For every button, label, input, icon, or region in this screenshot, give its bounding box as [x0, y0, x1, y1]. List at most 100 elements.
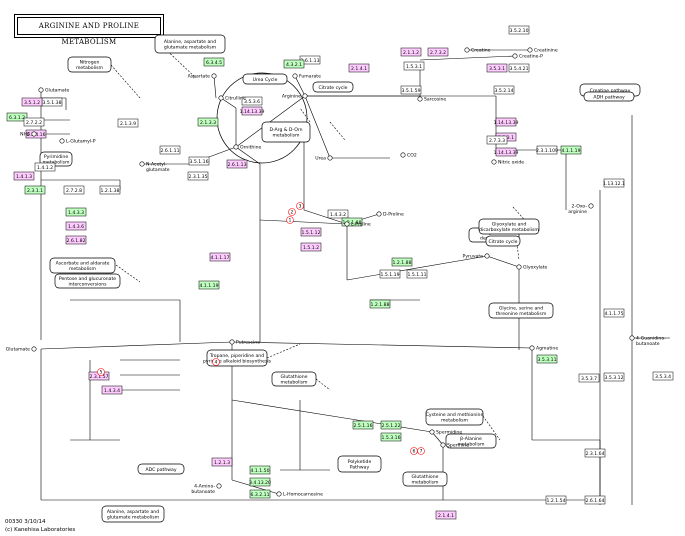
- enzyme-2-1-1-2[interactable]: [400, 47, 422, 57]
- compound-node-putrescine[interactable]: [229, 339, 235, 345]
- pathway-box-pentose[interactable]: [54, 273, 121, 289]
- compound-node-d-proline[interactable]: [376, 211, 382, 217]
- enzyme-3-5-3-12[interactable]: [603, 372, 625, 382]
- enzyme-1-2-1-3[interactable]: [211, 457, 233, 467]
- pathway-box-adh-pathway[interactable]: [583, 91, 635, 102]
- compound-node-n-acetyl-glutamate[interactable]: [139, 161, 145, 167]
- enzyme-3-5-4-21[interactable]: [508, 63, 530, 73]
- enzyme-1-4-1-3[interactable]: [13, 171, 35, 181]
- compound-node-spermine[interactable]: [440, 442, 446, 448]
- enzyme-3-5-3-7[interactable]: [578, 373, 600, 383]
- compound-node-fumarate[interactable]: [292, 73, 298, 79]
- enzyme-4-1-1-50[interactable]: [249, 465, 271, 475]
- enzyme-2-6-1-13[interactable]: [226, 159, 248, 169]
- pathway-box-tropane[interactable]: [206, 349, 268, 367]
- enzyme-1-2-1-88[interactable]: [391, 257, 413, 267]
- pathway-box-citrate-cycle2[interactable]: [485, 235, 521, 247]
- enzyme-1-4-3-6[interactable]: [65, 221, 87, 231]
- compound-node-agmatine[interactable]: [529, 345, 535, 351]
- compound-node-spermidine[interactable]: [429, 429, 435, 435]
- compound-node-creatine-p[interactable]: [512, 53, 518, 59]
- enzyme-2-1-3-3[interactable]: [197, 117, 219, 127]
- enzyme-2-6-1-11[interactable]: [159, 145, 181, 155]
- enzyme-4-1-1-19[interactable]: [198, 280, 220, 290]
- enzyme-3-5-3-1[interactable]: [486, 63, 508, 73]
- pathway-box-nitrogen[interactable]: [67, 56, 112, 73]
- compound-node-l-glutamyl-p[interactable]: [59, 138, 65, 144]
- enzyme-3-5-3-4[interactable]: [652, 371, 674, 381]
- compound-node-urea[interactable]: [327, 155, 333, 161]
- enzyme-3-4-13-20[interactable]: [249, 477, 271, 487]
- enzyme-2-1-4-1[interactable]: [435, 510, 457, 520]
- compound-node-pyruvate[interactable]: [484, 253, 490, 259]
- compound-node-aminobutanoate[interactable]: [216, 483, 222, 489]
- enzyme-1-4-3-2[interactable]: [327, 209, 349, 219]
- enzyme-1-4-3-3[interactable]: [65, 207, 87, 217]
- compound-node-ornithine[interactable]: [233, 144, 239, 150]
- pathway-box-ala-asp-glu-bot[interactable]: [101, 505, 165, 523]
- enzyme-2-5-1-22[interactable]: [380, 420, 402, 430]
- enzyme-3-5-1-59[interactable]: [400, 85, 422, 95]
- enzyme-1-2-1-54[interactable]: [545, 495, 567, 505]
- pathway-box-adc-pathway[interactable]: [137, 463, 185, 475]
- pathway-box-gly-ser-thr[interactable]: [488, 302, 554, 319]
- compound-node-oxo-arginine[interactable]: [588, 203, 594, 209]
- enzyme-1-2-1-38[interactable]: [99, 185, 121, 195]
- enzyme-1-5-1-19[interactable]: [379, 269, 401, 279]
- enzyme-1-4-3-4[interactable]: [101, 385, 123, 395]
- pathway-box-pyrimidine[interactable]: [39, 151, 73, 167]
- enzyme-1-5-1-12[interactable]: [300, 227, 322, 237]
- enzyme-4-1-1-19[interactable]: [560, 145, 582, 155]
- enzyme-2-5-1-16[interactable]: [352, 420, 374, 430]
- compound-node-proline[interactable]: [344, 221, 350, 227]
- enzyme-1-13-12-1[interactable]: [603, 178, 625, 188]
- enzyme-1-14-13-39[interactable]: [495, 117, 517, 127]
- enzyme-3-5-2-10[interactable]: [508, 25, 530, 35]
- enzyme-4-3-2-1[interactable]: [283, 59, 305, 69]
- compound-node-homocarnosine[interactable]: [276, 491, 282, 497]
- enzyme-3-5-2-14[interactable]: [493, 85, 515, 95]
- enzyme-2-1-3-9[interactable]: [117, 118, 139, 128]
- compound-node-glutamate[interactable]: [38, 87, 44, 93]
- pathway-box-beta-alanine[interactable]: [445, 433, 497, 449]
- enzyme-2-7-2-8[interactable]: [63, 185, 85, 195]
- compound-node-arginine[interactable]: [302, 93, 308, 99]
- compound-node-creatine[interactable]: [464, 47, 470, 53]
- enzyme-1-14-13-39[interactable]: [241, 106, 263, 116]
- enzyme-4-1-1-75[interactable]: [603, 308, 625, 318]
- enzyme-3-5-1-2[interactable]: [21, 97, 43, 107]
- compound-node-nh3[interactable]: [31, 131, 37, 137]
- pathway-box-cys-met[interactable]: [425, 408, 484, 426]
- compound-node-guanidino-butanoate[interactable]: [629, 335, 635, 341]
- enzyme-1-5-3-16[interactable]: [380, 432, 402, 442]
- enzyme-1-4-1-2[interactable]: [34, 162, 56, 172]
- enzyme-1-5-1-2[interactable]: [300, 242, 322, 252]
- enzyme-3-5-3-11[interactable]: [536, 354, 558, 364]
- compound-node-glutamate-bottom[interactable]: [31, 346, 37, 352]
- pathway-box-glutathione-top[interactable]: [271, 371, 317, 387]
- enzyme-6-3-1-2[interactable]: [6, 112, 28, 122]
- pathway-box-glyoxylate[interactable]: [478, 218, 540, 235]
- enzyme-4-1-1-17[interactable]: [209, 252, 231, 262]
- enzyme-1-2-1-88[interactable]: [341, 217, 363, 227]
- compound-node-glyoxylate-c[interactable]: [516, 264, 522, 270]
- enzyme-2-7-3-2[interactable]: [427, 47, 449, 57]
- enzyme-2-6-1-82[interactable]: [65, 235, 87, 245]
- enzyme-3-5-3-6[interactable]: [241, 96, 263, 106]
- enzyme-3-5-1-16[interactable]: [188, 156, 210, 166]
- enzyme-1-14-13-39[interactable]: [495, 147, 517, 157]
- enzyme-2-3-1-1[interactable]: [24, 185, 46, 195]
- compound-node-nitric-oxide[interactable]: [491, 159, 497, 165]
- compound-node-citrulline[interactable]: [218, 95, 224, 101]
- pathway-box-glutathione-bot[interactable]: [402, 471, 448, 487]
- pathway-box-ala-asp-glu-top[interactable]: [154, 34, 226, 54]
- enzyme-2-3-1-109[interactable]: [536, 145, 558, 155]
- enzyme-2-3-1-35[interactable]: [187, 171, 209, 181]
- pathway-box-urea-cycle[interactable]: [242, 73, 288, 85]
- enzyme-1-5-3-1[interactable]: [403, 61, 425, 71]
- enzyme-1-5-1-11[interactable]: [406, 269, 428, 279]
- enzyme-2-7-3-3[interactable]: [486, 135, 508, 145]
- pathway-box-citrate-cycle[interactable]: [312, 81, 354, 93]
- enzyme-2-1-4-1[interactable]: [348, 63, 370, 73]
- enzyme-6-3-2-11[interactable]: [249, 489, 271, 499]
